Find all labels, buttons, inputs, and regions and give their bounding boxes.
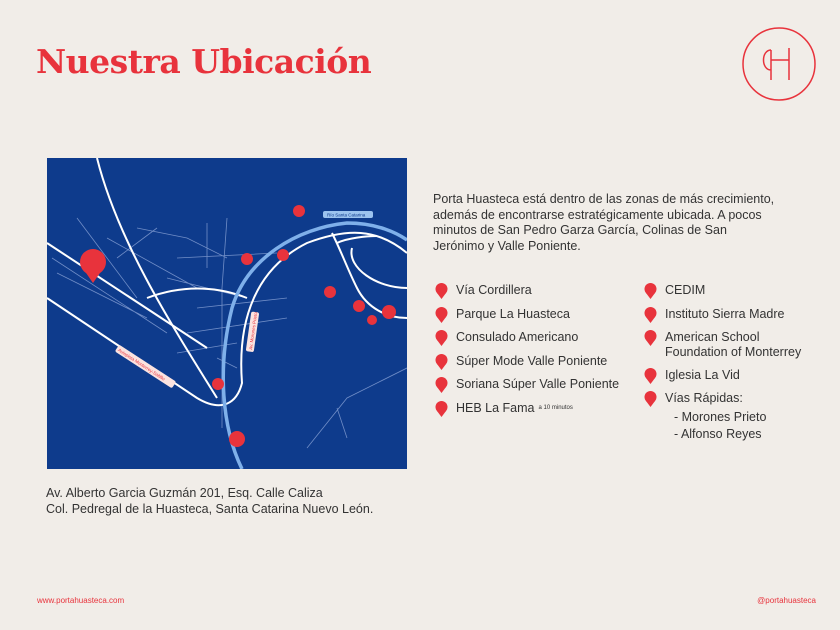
page-title: Nuestra Ubicación	[36, 42, 372, 81]
list-item: Vías Rápidas:	[644, 391, 805, 407]
school-pin-icon	[644, 283, 657, 299]
building-pin-icon	[435, 330, 448, 346]
church-pin-icon	[644, 367, 657, 384]
address-line-2: Col. Pedregal de la Huasteca, Santa Cata…	[46, 501, 374, 516]
porta-huasteca-logo	[742, 27, 816, 101]
tree-pin-icon	[435, 306, 448, 323]
address-line-1: Av. Alberto Garcia Guzmán 201, Esq. Call…	[46, 486, 323, 500]
list-item: Iglesia La Vid	[644, 367, 805, 384]
road-item: - Alfonso Reyes	[674, 427, 762, 441]
distance-note: a 10 minutos	[538, 404, 573, 411]
cart-pin-icon	[435, 400, 448, 417]
list-item: Vía Cordillera	[435, 283, 619, 299]
list-item: Soriana Súper Valle Poniente	[435, 377, 619, 393]
list-item: Instituto Sierra Madre	[644, 306, 805, 323]
location-map[interactable]: Río Santa Catarina Av. Morones Prieto Au…	[46, 157, 428, 470]
list-item: Súper Mode Valle Poniente	[435, 353, 619, 370]
list-item: Consulado Americano	[435, 330, 619, 346]
autopista-label: Autopista Monterrey-Saltillo	[117, 347, 166, 381]
social-handle[interactable]: @portahuasteca	[757, 596, 816, 605]
road-item: - Morones Prieto	[674, 410, 767, 424]
list-item: CEDIM	[644, 283, 805, 299]
intro-text: Porta Huasteca está dentro de las zonas …	[433, 192, 775, 253]
list-item: American School Foundation of Monterrey	[644, 330, 805, 360]
morones-label: Av. Morones Prieto	[248, 311, 258, 350]
cart-pin-icon	[435, 377, 448, 393]
school-pin-icon	[644, 306, 657, 323]
places-list-right: CEDIM Instituto Sierra Madre American Sc…	[644, 283, 805, 443]
website-link[interactable]: www.portahuasteca.com	[37, 596, 125, 605]
address: Av. Alberto Garcia Guzmán 201, Esq. Call…	[46, 486, 373, 517]
store-pin-icon	[435, 283, 448, 299]
river-label: Río Santa Catarina	[327, 213, 366, 218]
school-pin-icon	[644, 330, 657, 346]
list-item: Parque La Huasteca	[435, 306, 619, 323]
places-list-left: Vía Cordillera Parque La Huasteca Consul…	[435, 283, 619, 424]
road-pin-icon	[644, 391, 657, 407]
cart-pin-icon	[435, 353, 448, 370]
